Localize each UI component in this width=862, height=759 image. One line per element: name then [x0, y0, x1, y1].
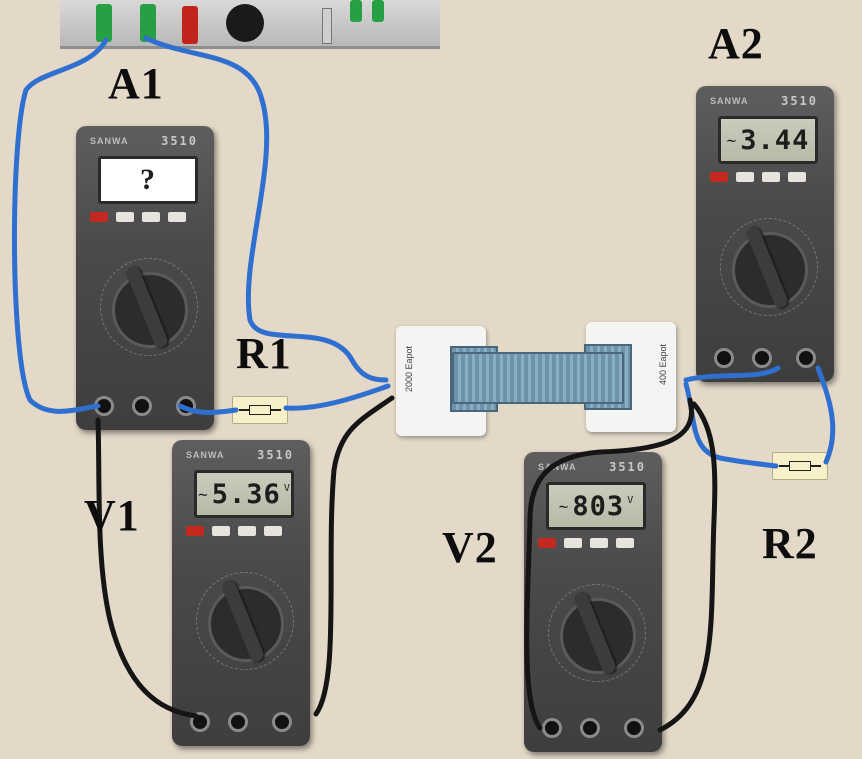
green-terminal — [140, 4, 156, 42]
meter-reading: 803 — [572, 490, 625, 522]
brand-mark: SANWA — [186, 450, 225, 460]
brand-mark: SANWA — [90, 136, 129, 146]
com-jack — [624, 718, 644, 738]
blue-wire — [177, 403, 239, 415]
black-wire — [313, 395, 395, 717]
com-jack — [796, 348, 816, 368]
resistor-symbol — [249, 405, 271, 415]
ammeter-a1: SANWA 3510 ? — [76, 126, 214, 430]
red-terminal — [182, 6, 198, 44]
meter-display: ~ 5.36 V — [194, 470, 294, 518]
voltmeter-v2: SANWA 3510 ~ 803 V — [524, 452, 662, 752]
input-jack — [714, 348, 734, 368]
brand-mark: SANWA — [710, 96, 749, 106]
meter-model: 3510 — [609, 460, 646, 474]
meter-display: ? — [98, 156, 198, 204]
meter-display: ~ 3.44 — [718, 116, 818, 164]
input-jack — [132, 396, 152, 416]
input-jack — [580, 718, 600, 738]
label-r1: R1 — [236, 329, 292, 378]
black-wire — [657, 401, 718, 733]
meter-model: 3510 — [257, 448, 294, 462]
green-terminal — [350, 0, 362, 22]
green-terminal — [372, 0, 384, 22]
ammeter-a2: SANWA 3510 ~ 3.44 — [696, 86, 834, 382]
blue-wire — [683, 365, 781, 383]
green-terminal — [96, 4, 112, 42]
ac-symbol: ~ — [198, 484, 208, 504]
power-supply-panel — [60, 0, 440, 49]
com-jack — [272, 712, 292, 732]
meter-model: 3510 — [781, 94, 818, 108]
meter-reading: 3.44 — [740, 124, 810, 156]
black-wire — [95, 417, 199, 719]
input-jack — [542, 718, 562, 738]
voltmeter-v1: SANWA 3510 ~ 5.36 V — [172, 440, 310, 746]
meter-unit: V — [627, 495, 634, 506]
input-jack — [228, 712, 248, 732]
label-a1: A1 — [108, 59, 164, 108]
brand-mark: SANWA — [538, 462, 577, 472]
blue-wire — [283, 383, 391, 411]
toggle-switch — [322, 8, 332, 44]
meter-reading: ? — [140, 163, 156, 196]
knob — [226, 4, 264, 42]
meter-reading: 5.36 — [211, 478, 281, 510]
blue-wire — [143, 35, 389, 383]
blue-wire — [11, 37, 109, 414]
meter-model: 3510 — [161, 134, 198, 148]
input-jack — [752, 348, 772, 368]
ac-symbol: ~ — [558, 496, 569, 516]
label-v1: V1 — [84, 491, 140, 540]
resistor-symbol — [789, 461, 811, 471]
label-a2: A2 — [708, 19, 764, 68]
transformer-core — [452, 352, 624, 404]
blue-wire — [683, 381, 779, 469]
meter-unit: V — [283, 483, 290, 494]
resistor-r2 — [772, 452, 828, 480]
meter-display: ~ 803 V — [546, 482, 646, 530]
black-wire — [524, 397, 694, 731]
label-v2: V2 — [442, 523, 498, 572]
blue-wire — [815, 365, 836, 465]
ac-symbol: ~ — [726, 130, 737, 150]
label-r2: R2 — [762, 519, 818, 568]
